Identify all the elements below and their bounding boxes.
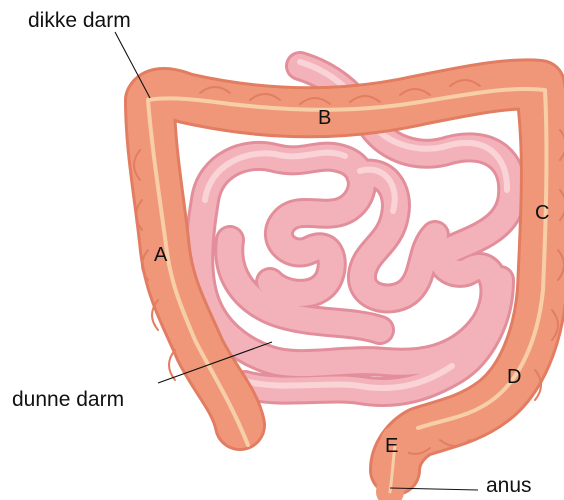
label-small-intestine: dunne darm	[12, 388, 124, 411]
label-b: B	[318, 107, 331, 129]
label-a: A	[154, 244, 168, 266]
label-c: C	[535, 202, 549, 224]
label-d: D	[507, 366, 521, 388]
label-e: E	[385, 435, 398, 457]
label-large-intestine: dikke darm	[28, 9, 131, 32]
label-anus: anus	[486, 474, 532, 497]
